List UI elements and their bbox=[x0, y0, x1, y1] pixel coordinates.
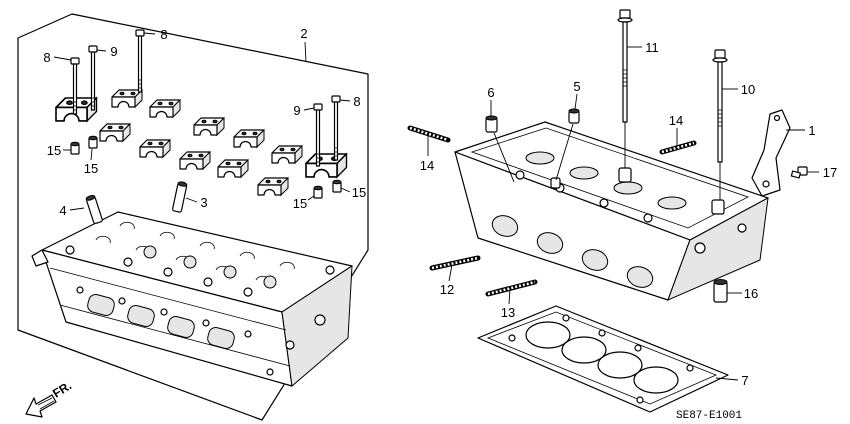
cylinder-head-assembly bbox=[31, 211, 353, 387]
bearing-cap bbox=[193, 117, 225, 136]
callout-16[interactable]: 16 bbox=[744, 286, 758, 301]
bolt-8-left bbox=[70, 57, 80, 115]
callout-2[interactable]: 2 bbox=[300, 26, 307, 41]
bearing-cap bbox=[179, 151, 211, 170]
callout-15[interactable]: 15 bbox=[293, 196, 307, 211]
callout-3[interactable]: 3 bbox=[200, 195, 207, 210]
bearing-cap-right-end bbox=[305, 153, 348, 178]
head-bolt-11 bbox=[617, 9, 633, 168]
stud-bolt-14-right bbox=[659, 140, 697, 155]
diagram-code: SE87-E1001 bbox=[676, 410, 742, 422]
flange-bolt-holes bbox=[76, 286, 326, 376]
callout-8[interactable]: 8 bbox=[160, 27, 167, 42]
head-bolt-bosses bbox=[515, 167, 725, 223]
guide-tube-3 bbox=[172, 181, 188, 213]
cylinder-head bbox=[454, 121, 769, 301]
bearing-cap bbox=[271, 145, 303, 164]
callout-13[interactable]: 13 bbox=[501, 305, 515, 320]
engine-hanger-bracket-1 bbox=[751, 109, 791, 197]
callout-5[interactable]: 5 bbox=[573, 79, 580, 94]
callout-9[interactable]: 9 bbox=[110, 44, 117, 59]
intake-ports bbox=[491, 215, 654, 288]
bolt-8-right bbox=[331, 95, 341, 161]
callout-8[interactable]: 8 bbox=[353, 94, 360, 109]
valve-bores bbox=[65, 245, 335, 297]
front-direction-indicator: FR. bbox=[25, 378, 74, 418]
callout-9[interactable]: 9 bbox=[293, 103, 300, 118]
assembly-boundary-frame bbox=[17, 13, 369, 421]
callout-15[interactable]: 15 bbox=[47, 143, 61, 158]
bearing-cap bbox=[111, 89, 143, 108]
bearing-cap bbox=[149, 99, 181, 118]
callout-4[interactable]: 4 bbox=[59, 203, 66, 218]
callout-7[interactable]: 7 bbox=[741, 373, 748, 388]
stud-bolt-14-left bbox=[407, 125, 451, 143]
bolt-8-center bbox=[135, 29, 145, 93]
bearing-cap bbox=[139, 139, 171, 158]
dowel-pin-15 bbox=[88, 135, 98, 149]
callout-12[interactable]: 12 bbox=[440, 282, 454, 297]
callout-17[interactable]: 17 bbox=[823, 165, 837, 180]
cam-journal-openings bbox=[525, 151, 687, 210]
dowel-pin-15 bbox=[70, 141, 80, 155]
dowel-pin-16 bbox=[713, 279, 728, 303]
callout-1[interactable]: 1 bbox=[808, 123, 815, 138]
stud-bolt-13 bbox=[485, 279, 538, 297]
callout-8[interactable]: 8 bbox=[43, 50, 50, 65]
head-mounting-ear bbox=[31, 249, 49, 267]
callout-15[interactable]: 15 bbox=[352, 185, 366, 200]
callout-14[interactable]: 14 bbox=[420, 158, 434, 173]
dowel-pin-15 bbox=[313, 185, 323, 199]
bearing-cap bbox=[99, 123, 131, 142]
callout-15[interactable]: 15 bbox=[84, 161, 98, 176]
head-end-face bbox=[667, 197, 769, 301]
bearing-cap bbox=[233, 129, 265, 148]
stud-bolt-12 bbox=[429, 255, 481, 271]
bearing-cap bbox=[257, 177, 289, 196]
exhaust-ports bbox=[87, 294, 235, 349]
head-bolt-10 bbox=[712, 49, 728, 200]
camshaft-bearing-caps bbox=[55, 89, 348, 196]
plug-5 bbox=[555, 108, 580, 181]
callout-11[interactable]: 11 bbox=[645, 40, 659, 55]
plug-6 bbox=[485, 115, 515, 183]
callout-10[interactable]: 10 bbox=[741, 82, 755, 97]
head-end-face bbox=[281, 265, 353, 387]
callout-labels: 2 8 9 8 15 15 4 3 9 8 15 15 6 5 11 10 14… bbox=[43, 26, 837, 388]
dowel-pin-15 bbox=[332, 179, 342, 193]
head-gasket-7 bbox=[477, 305, 729, 413]
guide-tube-4 bbox=[85, 194, 103, 225]
bearing-cap bbox=[217, 159, 249, 178]
camshaft-journals bbox=[95, 221, 295, 284]
callout-6[interactable]: 6 bbox=[487, 85, 494, 100]
bolt-9-left bbox=[88, 45, 98, 111]
callout-14[interactable]: 14 bbox=[669, 113, 683, 128]
bolt-9-right bbox=[313, 103, 323, 167]
flange-bolt-17 bbox=[790, 166, 808, 179]
leader-lines bbox=[53, 32, 819, 381]
arrow-down-left-icon bbox=[25, 394, 57, 418]
